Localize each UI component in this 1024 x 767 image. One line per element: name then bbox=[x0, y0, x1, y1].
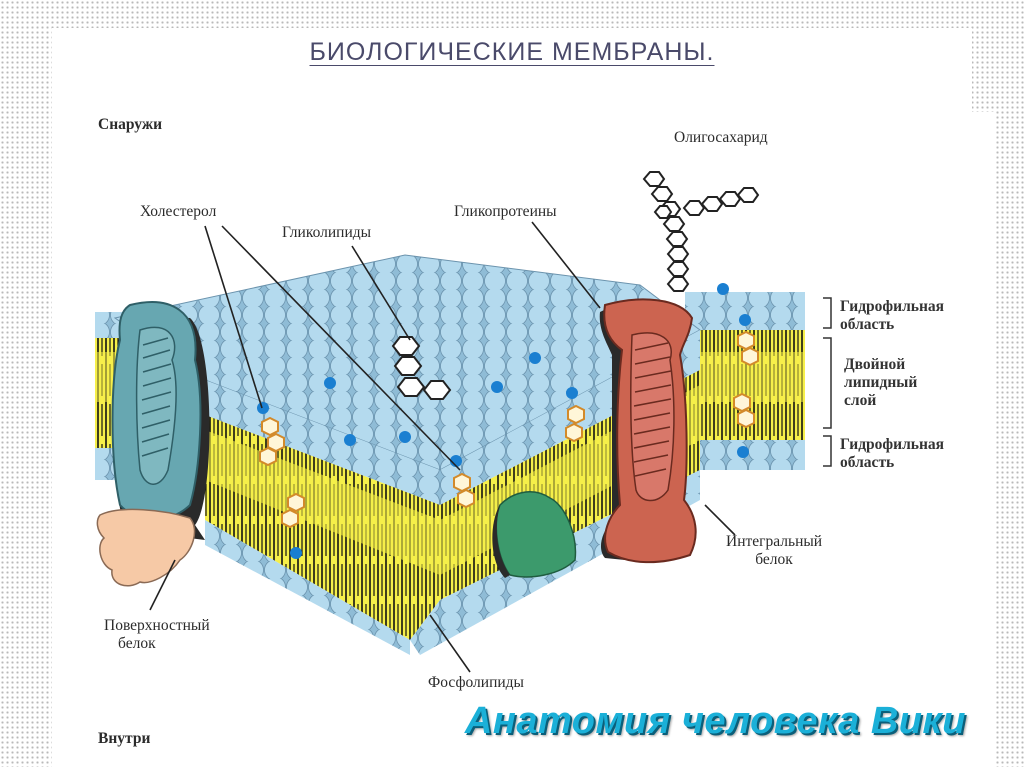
label-cholesterol: Холестерол bbox=[140, 203, 216, 221]
oligosaccharide-chain bbox=[644, 172, 758, 291]
label-glycolipids: Гликолипиды bbox=[282, 224, 371, 242]
label-oligosaccharide: Олигосахарид bbox=[674, 129, 768, 147]
right-integral-protein bbox=[600, 299, 696, 562]
surface-protein-shape bbox=[97, 509, 194, 585]
label-glycoproteins: Гликопротеины bbox=[454, 203, 557, 221]
label-inside: Внутри bbox=[98, 730, 150, 748]
label-outside: Снаружи bbox=[98, 116, 162, 134]
label-phospholipids: Фосфолипиды bbox=[428, 674, 524, 692]
left-integral-protein bbox=[113, 302, 210, 540]
watermark-text: Анатомия человека Вики bbox=[465, 700, 966, 743]
region-brackets bbox=[823, 298, 831, 466]
